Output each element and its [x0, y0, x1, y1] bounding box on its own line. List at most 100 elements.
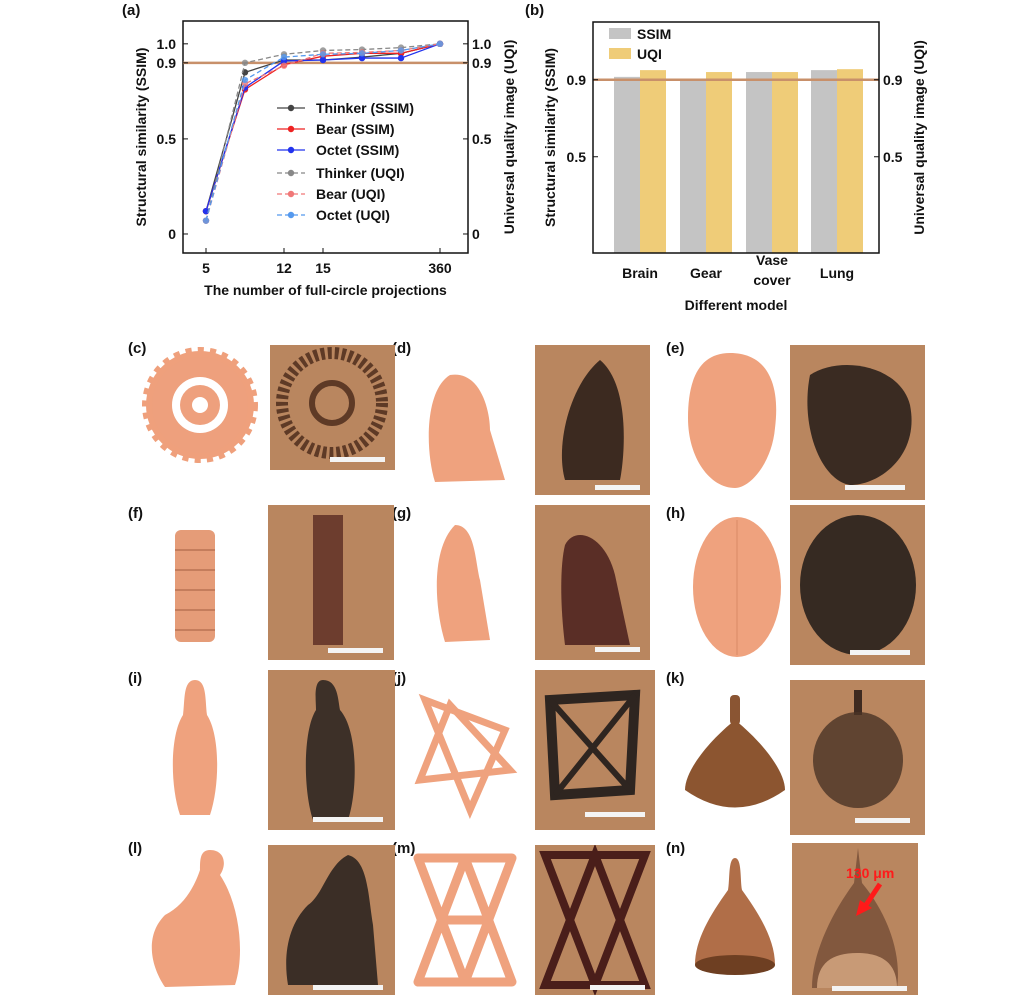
y-axis-label: Structural similarity (SSIM) — [133, 48, 149, 227]
panel-label-d: (d) — [392, 340, 412, 357]
x-axis-label: The number of full-circle projections — [204, 282, 447, 298]
bar-uqi — [640, 70, 666, 253]
data-point — [436, 40, 444, 48]
plot-frame — [182, 20, 469, 254]
scale-bar — [595, 647, 640, 652]
legend-label: Thinker (UQI) — [316, 165, 405, 181]
panel-label-k: (k) — [666, 670, 685, 687]
photo-brain — [790, 345, 925, 500]
photo-octet-iso — [535, 670, 655, 830]
panel-label-j: (j) — [392, 670, 407, 687]
data-point — [397, 54, 405, 62]
y-tick-label: 0 — [168, 226, 176, 242]
x-tick-label: Vase — [756, 252, 788, 268]
photo-lung — [535, 345, 650, 495]
y-tick-label: 0.5 — [567, 149, 587, 165]
arrow-icon — [856, 882, 883, 916]
render-bear-top — [172, 680, 218, 815]
data-point — [241, 76, 249, 84]
panel-label-i: (i) — [128, 670, 143, 687]
y-tick-label-right: 0.5 — [472, 131, 492, 147]
data-point — [358, 50, 366, 57]
photo-lung-side — [535, 505, 650, 660]
legend-label: Bear (SSIM) — [316, 121, 395, 137]
y-tick-label: 0.9 — [567, 72, 587, 88]
y-tick-label-right: 0.5 — [883, 149, 903, 165]
x-tick-label: Brain — [622, 265, 658, 281]
x-tick-label: 15 — [315, 260, 331, 276]
photo-bear-side — [268, 845, 395, 995]
y-axis-label-right: Universal quality image (UQI) — [911, 40, 927, 235]
panel-label-e: (e) — [666, 340, 685, 357]
y-axis-label: Structural similarity (SSIM) — [542, 48, 558, 227]
render-gear-side — [175, 530, 215, 642]
render-lung-side — [436, 525, 490, 642]
legend-marker — [287, 190, 295, 198]
scale-bar — [313, 985, 383, 990]
scale-bar — [590, 985, 645, 990]
y-tick-label-right: 0 — [472, 226, 480, 242]
y-tick-label: 0.9 — [157, 55, 177, 71]
scale-bar — [850, 650, 910, 655]
photo-vase-side — [792, 843, 918, 995]
x-tick-label: 5 — [202, 260, 210, 276]
photo-vase-cover — [790, 680, 925, 835]
scale-bar — [585, 812, 645, 817]
plot-frame — [592, 21, 880, 254]
legend-label: Bear (UQI) — [316, 186, 385, 202]
render-brain — [688, 353, 777, 488]
scale-bar — [328, 648, 383, 653]
scale-bar — [855, 818, 910, 823]
y-axis-label-right: Universal quality image (UQI) — [501, 40, 517, 235]
data-point — [319, 56, 327, 64]
data-point — [397, 47, 405, 54]
scale-bar — [832, 986, 907, 991]
scale-bar — [595, 485, 640, 490]
data-point — [319, 51, 327, 58]
legend-swatch — [609, 48, 631, 59]
scale-bar — [845, 485, 905, 490]
render-gear — [142, 347, 258, 463]
legend-label: SSIM — [637, 26, 671, 42]
render-bear-side — [151, 850, 240, 987]
y-tick-label: 1.0 — [157, 36, 177, 52]
panel-label-l: (l) — [128, 840, 143, 857]
x-tick-label: 360 — [428, 260, 452, 276]
x-axis-label: Different model — [685, 297, 788, 313]
photo-gear — [270, 345, 395, 470]
y-tick-label-right: 0.9 — [883, 72, 903, 88]
render-brain-top — [693, 517, 781, 657]
panel-label-c: (c) — [128, 340, 147, 357]
bar-ssim — [614, 76, 640, 253]
data-point — [241, 59, 249, 67]
y-tick-label: 0.5 — [157, 131, 177, 147]
data-point — [280, 53, 288, 61]
legend-label: Octet (SSIM) — [316, 142, 399, 158]
size-annotation: 130 μm — [846, 865, 895, 881]
bar-uqi — [837, 69, 863, 253]
data-point — [358, 54, 366, 62]
x-tick-label: Lung — [820, 265, 854, 281]
legend-marker — [287, 211, 295, 219]
panel-label-a: (a) — [122, 2, 141, 19]
y-tick-label-right: 1.0 — [472, 36, 492, 52]
panel-label-h: (h) — [666, 505, 686, 522]
legend-label: UQI — [637, 46, 662, 62]
panel-label-n: (n) — [666, 840, 686, 857]
photo-gear-side — [268, 505, 394, 660]
x-tick-label: Gear — [690, 265, 722, 281]
render-vase-cover — [685, 695, 785, 808]
data-point — [280, 62, 288, 69]
photo-octet-front — [535, 845, 655, 995]
bar-uqi — [772, 72, 798, 253]
panel-label-m: (m) — [392, 840, 416, 857]
y-tick-label-right: 0.9 — [472, 55, 492, 71]
render-octet-front — [413, 853, 517, 987]
data-point — [202, 217, 210, 224]
legend-marker — [287, 104, 295, 112]
bar-ssim — [680, 78, 706, 253]
legend-marker — [287, 146, 295, 154]
